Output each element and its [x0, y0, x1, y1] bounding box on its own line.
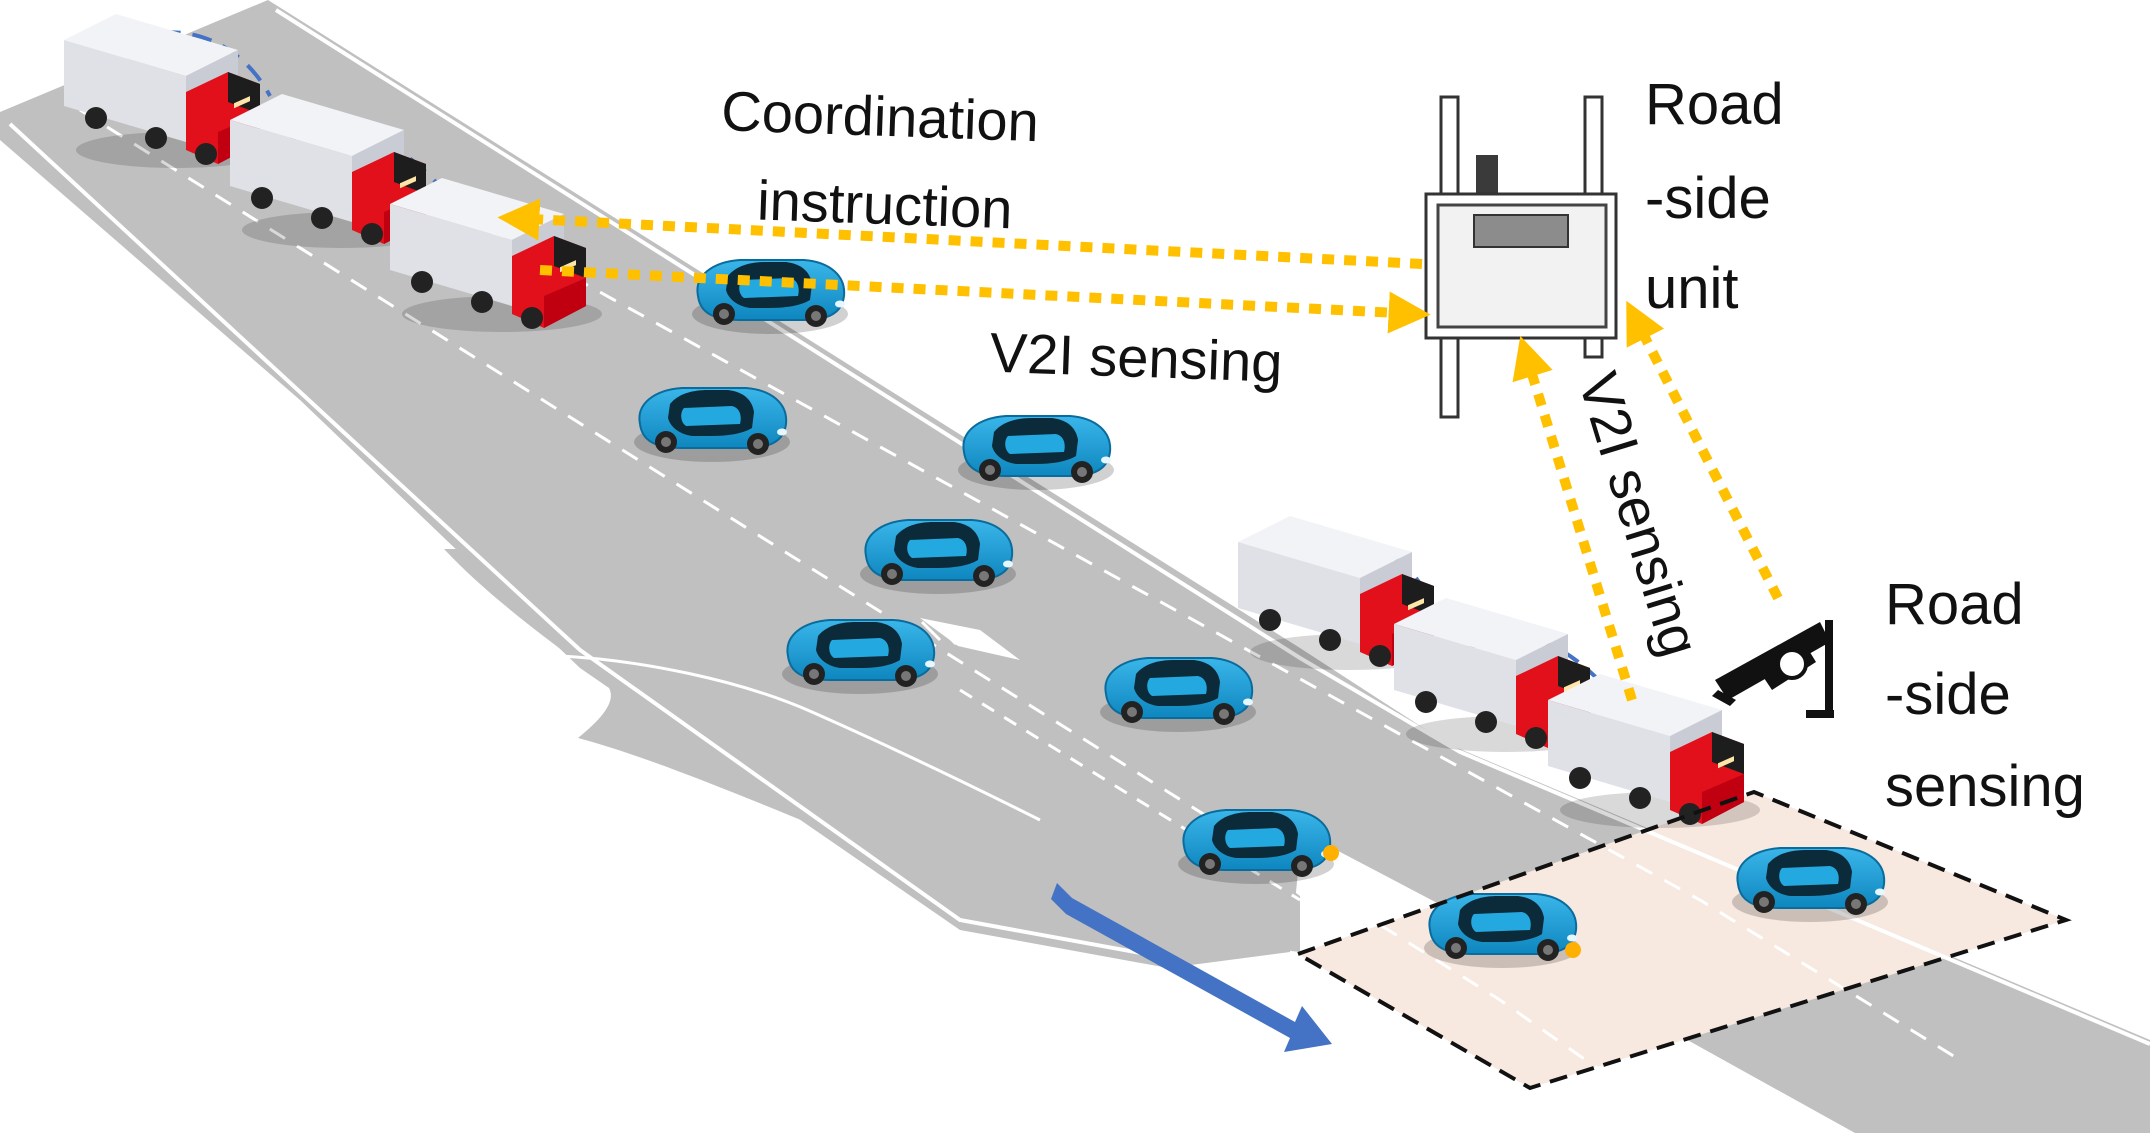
car — [781, 619, 939, 695]
roadside-unit-icon — [1424, 95, 1618, 419]
on-ramp-curve-lane — [559, 654, 1041, 822]
lane-divider-1 — [79, 108, 1601, 1072]
left-edge-line — [8, 122, 1169, 960]
rsu-line-1: Road — [1645, 72, 1784, 137]
v2i-sensing-label-side: V2I sensing — [1567, 365, 1713, 663]
ramp-hatch-lines — [920, 620, 1002, 656]
road-side-sensing-arrow — [1626, 300, 1783, 601]
car — [691, 259, 849, 335]
v2i-sensing-label-top: V2I sensing — [989, 321, 1284, 394]
v2i-sensing-arrow-side — [1512, 335, 1637, 702]
road-side-sensing-area — [1293, 789, 2072, 1091]
car — [1423, 893, 1581, 969]
turn-signal — [1323, 845, 1339, 861]
road-side-sensing-label: Road -side sensing — [1885, 572, 2085, 819]
rss-line-3: sensing — [1885, 754, 2085, 819]
car — [1731, 847, 1889, 923]
lane-divider-2 — [179, 58, 1961, 1062]
surveillance-camera-icon — [1712, 620, 1834, 718]
rss-line-2: -side — [1885, 662, 2011, 727]
v2i-sensing-arrow-top — [539, 265, 1431, 334]
cars — [633, 259, 1889, 969]
road-side-unit-label: Road -side unit — [1645, 72, 1800, 321]
turn-signal — [1565, 942, 1581, 958]
car — [633, 387, 791, 463]
car — [859, 519, 1017, 595]
car — [1177, 809, 1335, 885]
rsu-line-2: -side — [1645, 166, 1771, 231]
coordination-label: Coordination instruction — [717, 79, 1055, 242]
car — [1099, 657, 1257, 733]
on-ramp-surface — [444, 548, 1300, 952]
coordination-line-2: instruction — [756, 169, 1013, 241]
communication-arrows — [497, 198, 1783, 702]
rsu-line-3: unit — [1645, 256, 1739, 321]
car — [957, 415, 1115, 491]
travel-direction-arrow-icon — [1051, 883, 1332, 1052]
coordination-line-1: Coordination — [720, 79, 1040, 153]
rss-line-1: Road — [1885, 572, 2024, 637]
